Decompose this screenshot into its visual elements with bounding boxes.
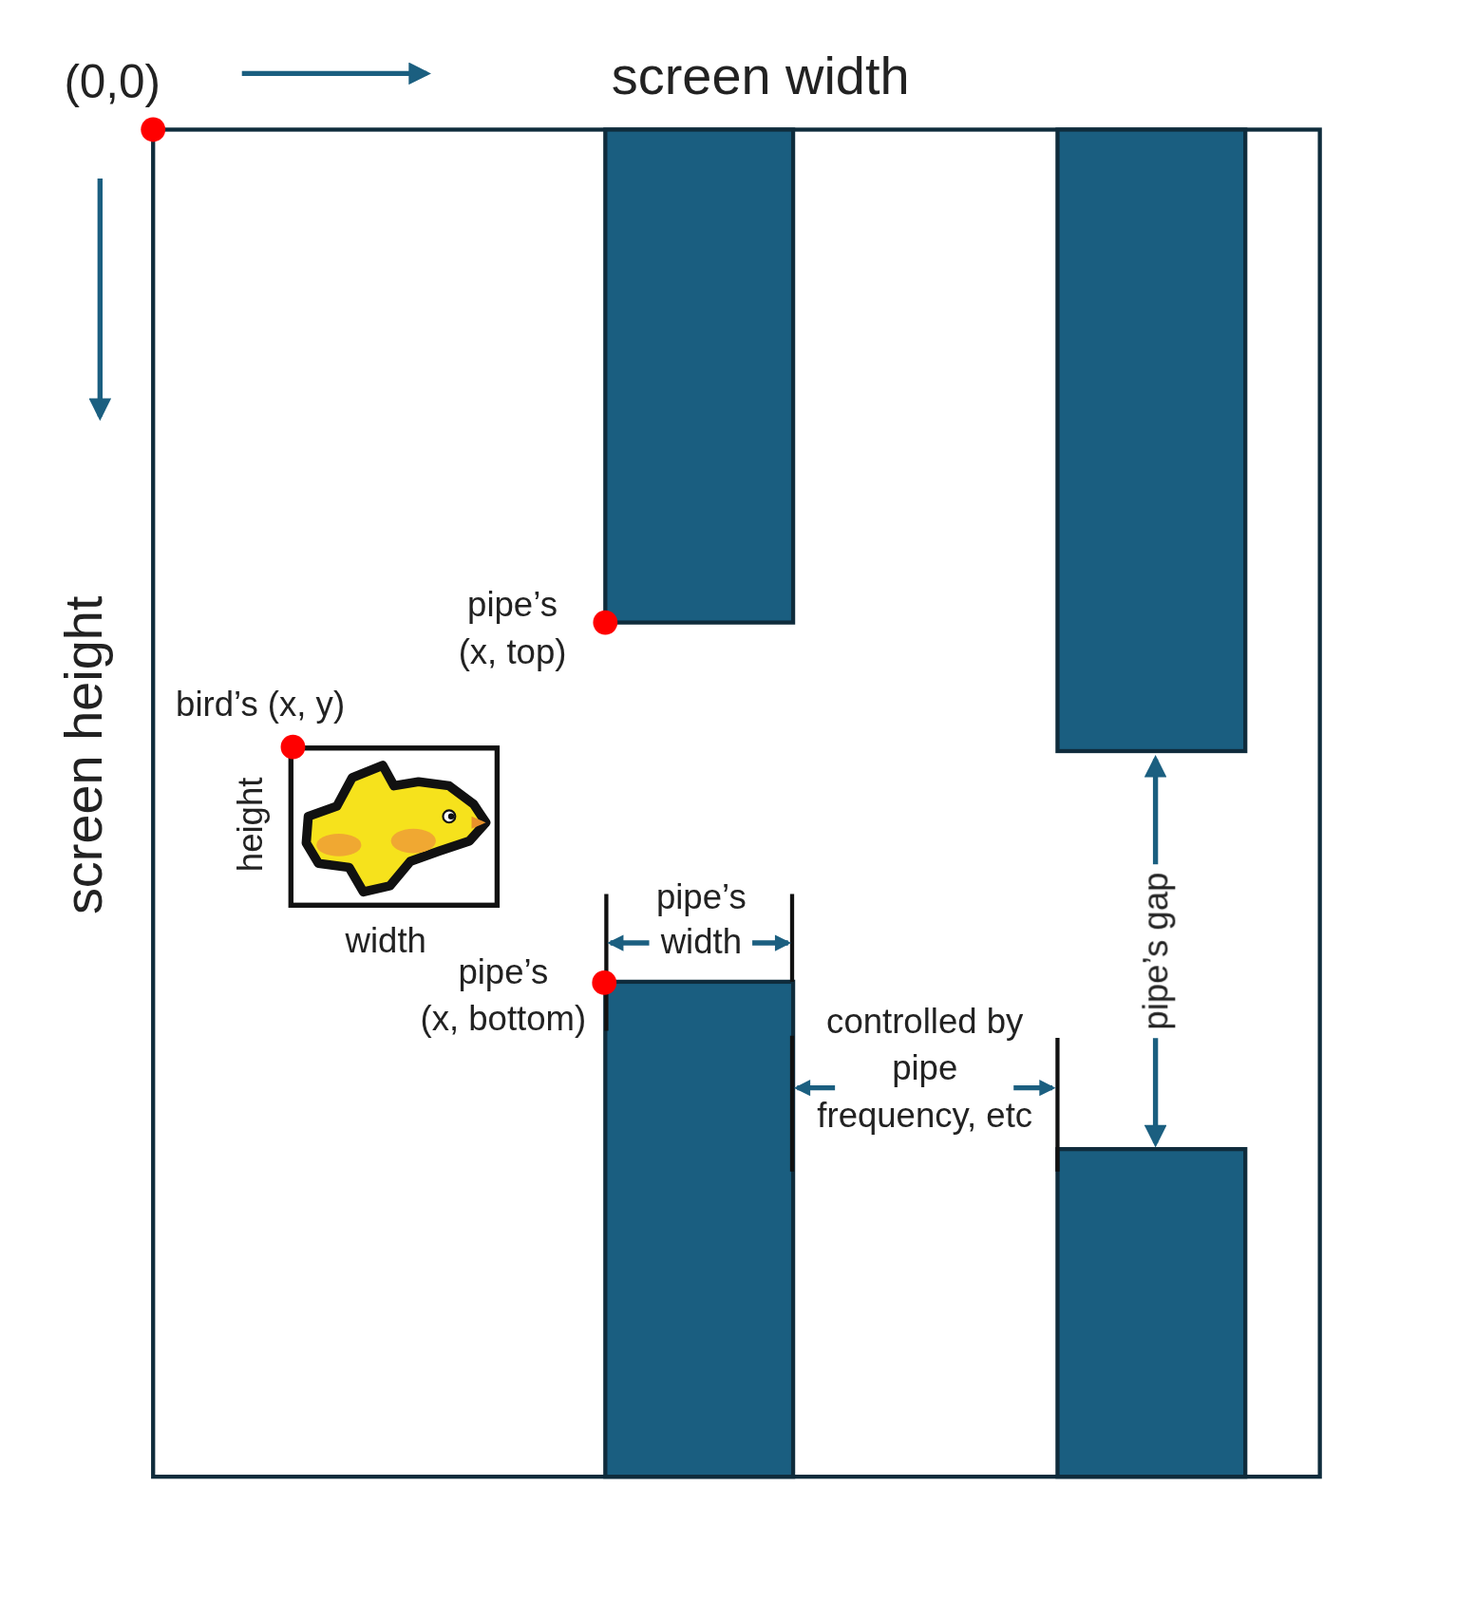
label-line: controlled by: [816, 997, 1033, 1044]
label-line: pipe’s: [656, 873, 747, 919]
bird-pupil: [448, 813, 454, 820]
label-line: width: [656, 918, 747, 964]
dimension-line: [790, 1036, 795, 1173]
pipe-bottom: [1057, 1149, 1246, 1477]
axis-label: screen height: [50, 596, 117, 916]
bird-beak: [472, 816, 487, 830]
label-line: (x, bottom): [420, 995, 587, 1042]
point-label: pipe’s (x, bottom): [420, 947, 587, 1042]
dimension-arrow: [796, 1085, 835, 1091]
label-line: pipe’s: [458, 581, 568, 628]
pipe-top-dot: [592, 610, 618, 636]
dimension-arrow: [752, 940, 789, 946]
dimension-label: height: [227, 777, 272, 873]
dimension-line: [1055, 1038, 1059, 1173]
bird-sprite: [305, 765, 486, 892]
label-line: (x, top): [458, 627, 568, 675]
bird-eye: [442, 810, 455, 823]
dimension-arrow: [1013, 1085, 1053, 1091]
dimension-line: [790, 893, 795, 982]
point-label: pipe’s (x, top): [458, 581, 568, 676]
bird-position-dot: [281, 735, 306, 760]
dimension-label: width: [345, 919, 427, 964]
dimension-label: pipe’s gap: [1131, 864, 1180, 1039]
bird-wing: [391, 829, 436, 854]
pipe-bottom: [605, 982, 794, 1477]
dimension-line: [604, 893, 608, 1031]
point-label: bird’s (x, y): [175, 681, 345, 726]
screen-frame: [152, 129, 1320, 1477]
pipe-top: [605, 129, 794, 623]
origin-dot: [140, 117, 166, 143]
note-label: controlled by pipe frequency, etc: [816, 997, 1033, 1138]
label-line: pipe: [816, 1043, 1033, 1091]
x-axis-arrow: [242, 71, 428, 76]
label-line: pipe’s: [420, 947, 587, 995]
bird-wing: [316, 833, 361, 857]
dimension-arrow: [610, 940, 650, 946]
bird-bounding-box: [290, 748, 497, 907]
origin-label: (0,0): [63, 52, 161, 112]
y-axis-arrow: [97, 178, 103, 417]
dimension-label: pipe’s width: [656, 873, 747, 965]
axis-label: screen width: [611, 43, 910, 111]
pipe-bottom-dot: [591, 970, 617, 996]
pipe-top: [1057, 129, 1246, 752]
label-line: frequency, etc: [816, 1091, 1033, 1138]
